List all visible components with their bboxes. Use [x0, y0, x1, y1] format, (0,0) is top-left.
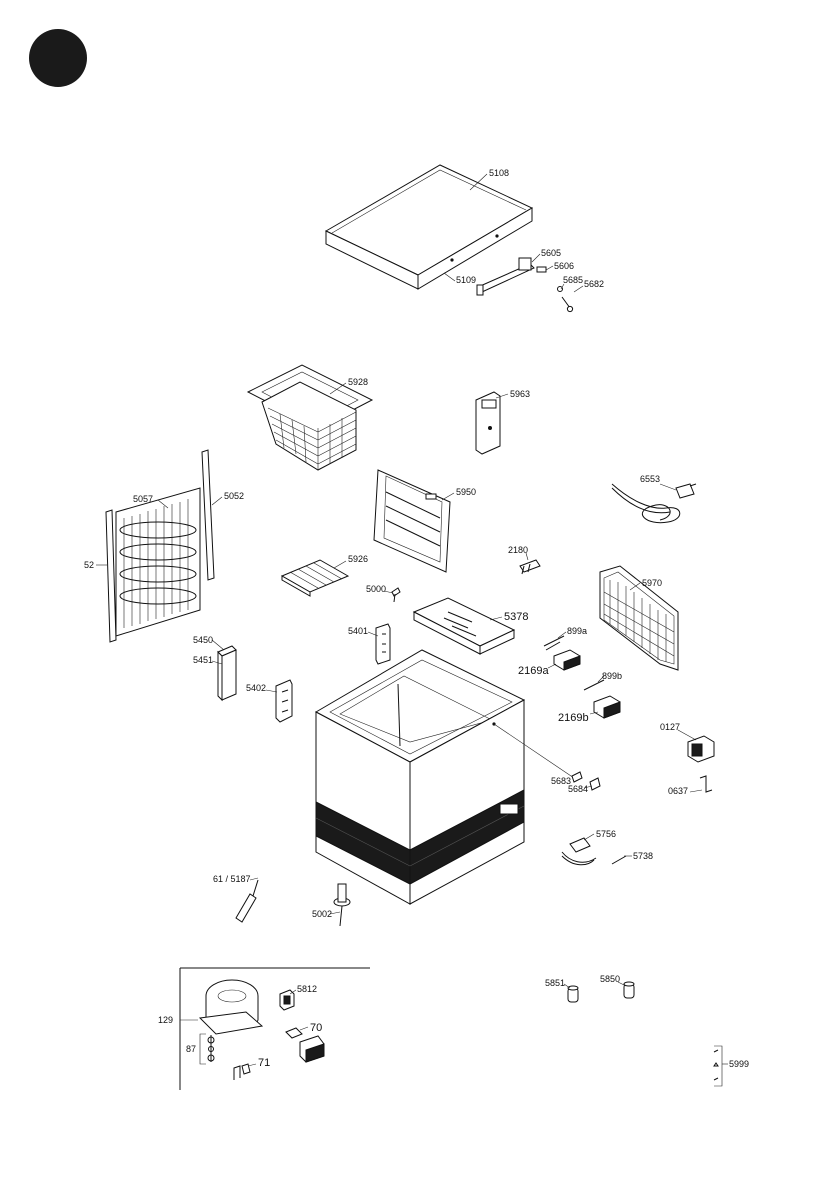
foot-5002 — [334, 884, 350, 926]
side-rail-left — [106, 510, 116, 642]
label-5851: 5851 — [545, 978, 565, 988]
screw-5000 — [392, 588, 400, 602]
label-5402: 5402 — [246, 683, 266, 693]
hinge-5401 — [376, 624, 390, 664]
compressor — [200, 980, 262, 1034]
power-cord — [612, 484, 696, 523]
label-899b: 899b — [602, 671, 622, 681]
label-2169b: 2169b — [558, 712, 589, 724]
wire-899a — [544, 636, 564, 650]
label-5401: 5401 — [348, 626, 368, 636]
vent-grille — [600, 566, 678, 670]
label-5057: 5057 — [133, 494, 153, 504]
cover-panel-5378 — [414, 598, 514, 654]
label-71: 71 — [258, 1057, 270, 1069]
label-52: 52 — [84, 560, 94, 570]
label-2169a: 2169a — [518, 665, 549, 677]
label-5970: 5970 — [642, 578, 662, 588]
label-5684: 5684 — [568, 784, 588, 794]
label-5685: 5685 — [563, 275, 583, 285]
label-0127: 0127 — [660, 722, 680, 732]
label-5108: 5108 — [489, 168, 509, 178]
hinge-5402 — [276, 680, 292, 722]
relay-2169b — [594, 696, 620, 718]
label-5109: 5109 — [456, 275, 476, 285]
pin-5738 — [612, 856, 626, 864]
label-5963: 5963 — [510, 389, 530, 399]
label-0637: 0637 — [668, 786, 688, 796]
page-marker-circle — [29, 29, 87, 87]
label-87: 87 — [186, 1044, 196, 1054]
grommets-87 — [208, 1035, 214, 1062]
label-129: 129 — [158, 1015, 173, 1025]
capacitor-5851 — [568, 986, 578, 1002]
bracket-0637 — [700, 776, 712, 792]
label-5000: 5000 — [366, 584, 386, 594]
label-5850: 5850 — [600, 974, 620, 984]
screws-5999 — [714, 1046, 722, 1086]
clip-5684 — [590, 778, 600, 790]
label-5926: 5926 — [348, 554, 368, 564]
wire-899b — [584, 680, 604, 690]
label-70: 70 — [310, 1022, 322, 1034]
clip-5683 — [572, 772, 582, 782]
clamp-71 — [234, 1064, 250, 1080]
capacitor-5850 — [624, 982, 634, 998]
divider-frame — [374, 470, 450, 572]
bracket-5450 — [218, 646, 236, 700]
thermostat-housing — [476, 392, 500, 454]
condenser-coil — [116, 488, 200, 636]
label-5756: 5756 — [596, 829, 616, 839]
freezer-cabinet — [316, 650, 524, 904]
switch-0127 — [688, 736, 714, 762]
label-5738: 5738 — [633, 851, 653, 861]
label-5378: 5378 — [504, 611, 528, 623]
probe-5187 — [236, 880, 258, 922]
label-5450: 5450 — [193, 635, 213, 645]
label-2180: 2180 — [508, 545, 528, 555]
label-5606: 5606 — [554, 261, 574, 271]
relay-2169a — [554, 650, 580, 670]
label-5605: 5605 — [541, 248, 561, 258]
label-5187: 61 / 5187 — [213, 874, 251, 884]
lid-part — [326, 165, 532, 289]
label-5928: 5928 — [348, 377, 368, 387]
label-5999: 5999 — [729, 1059, 749, 1069]
label-899a: 899a — [567, 626, 587, 636]
label-6553: 6553 — [640, 474, 660, 484]
connector-2180 — [520, 560, 540, 574]
side-rail-right — [202, 450, 214, 580]
label-5950: 5950 — [456, 487, 476, 497]
label-5812: 5812 — [297, 984, 317, 994]
lamp-5756 — [562, 838, 596, 865]
label-5052: 5052 — [224, 491, 244, 501]
label-5682: 5682 — [584, 279, 604, 289]
label-5002: 5002 — [312, 909, 332, 919]
compressor-group-frame — [180, 968, 370, 1090]
label-5451: 5451 — [193, 655, 213, 665]
